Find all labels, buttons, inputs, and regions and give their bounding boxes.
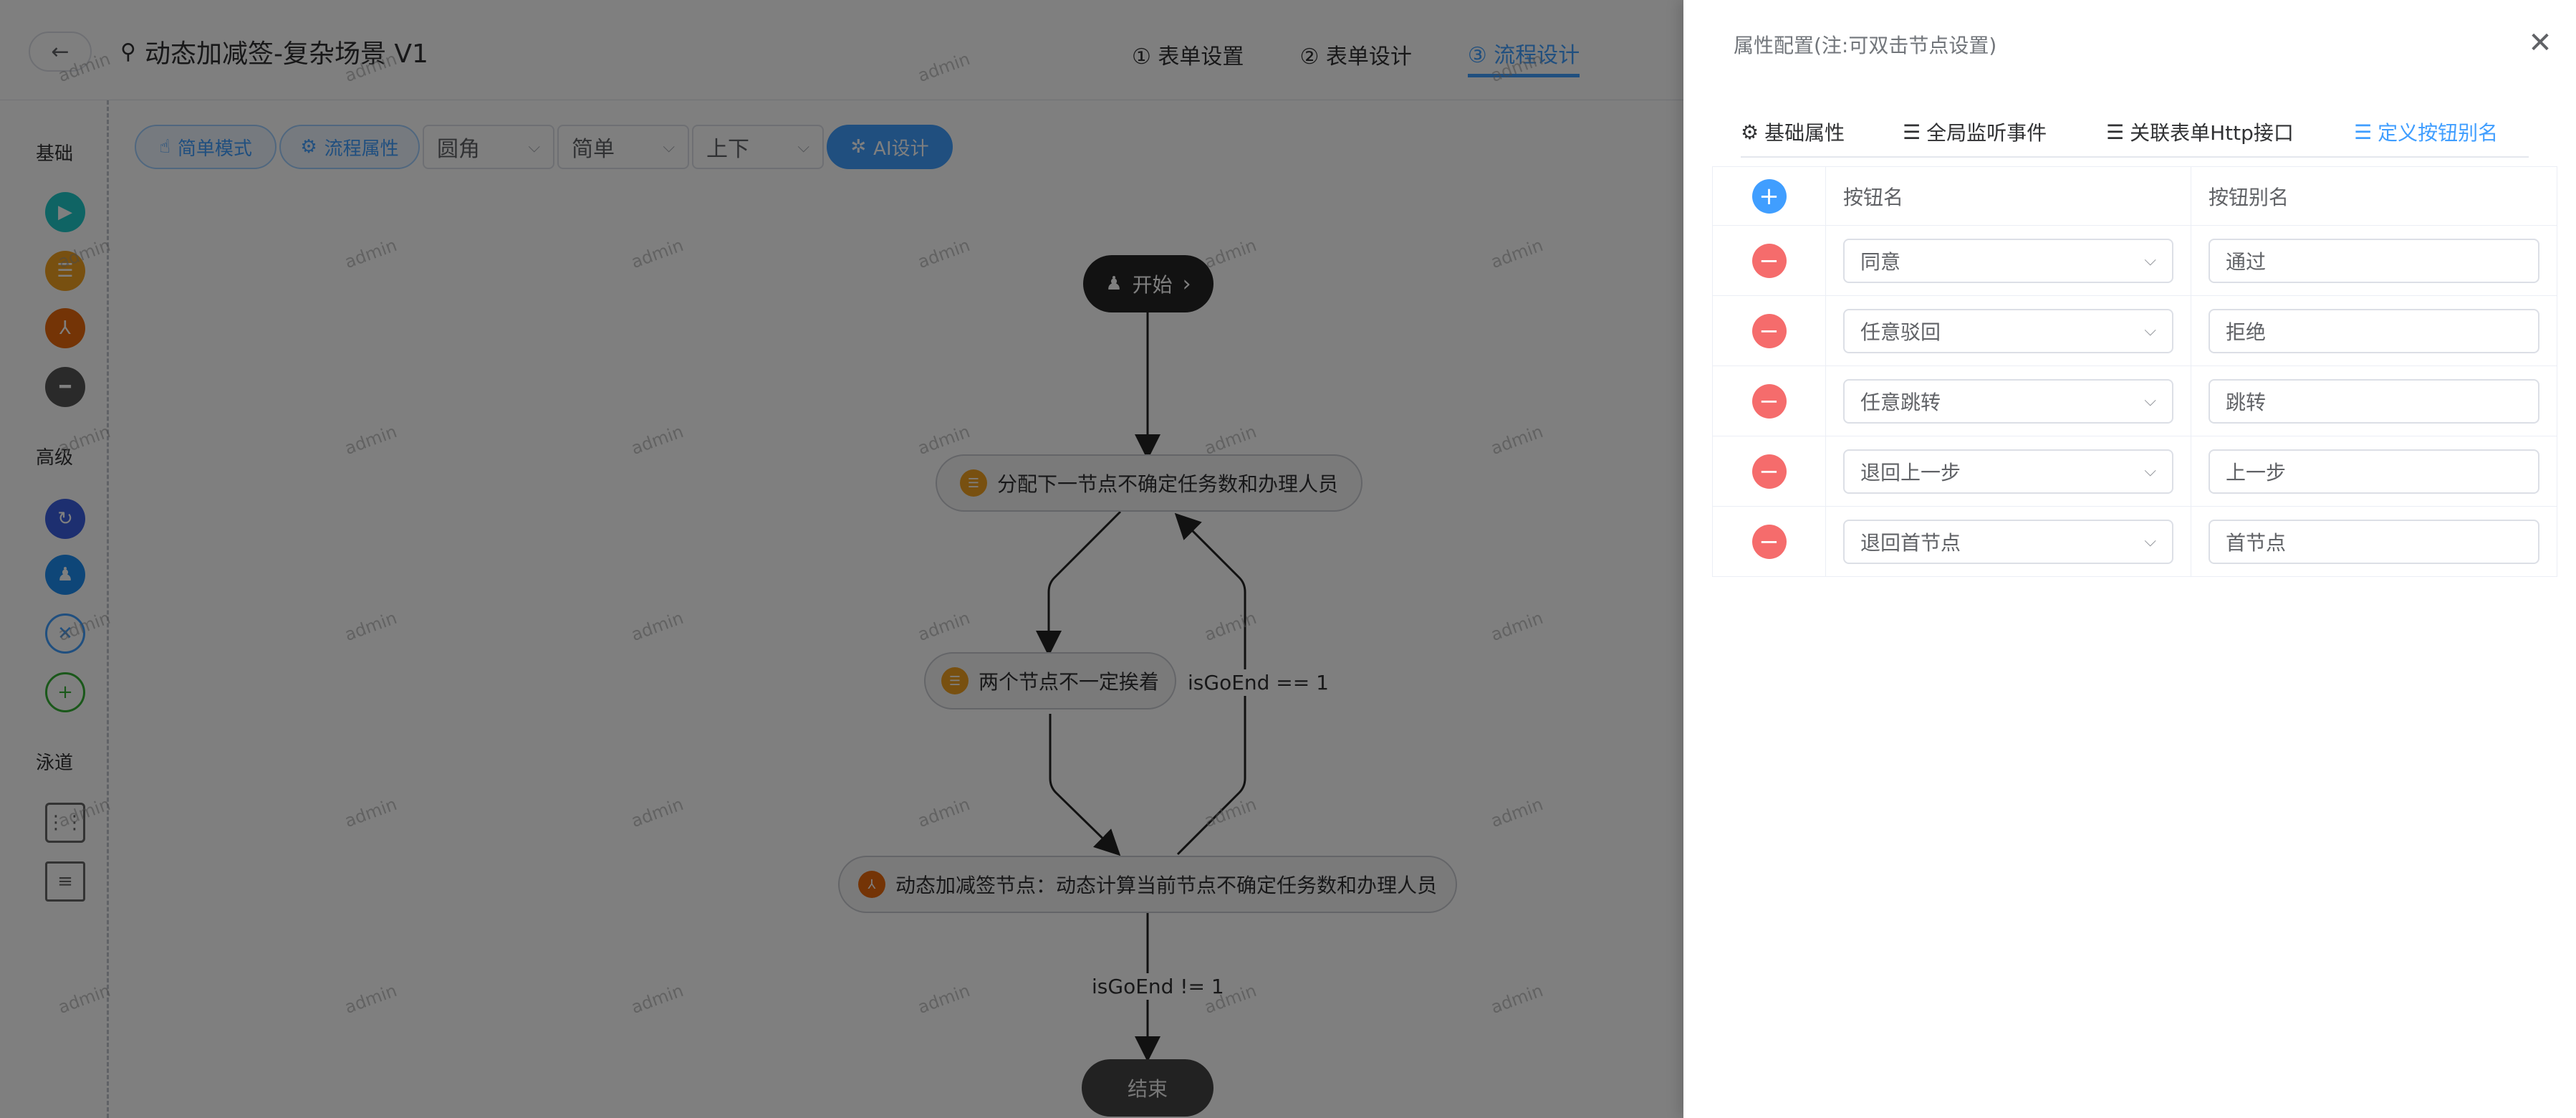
button-alias-input[interactable]: 通过 <box>2209 238 2539 283</box>
chevron-down-icon: ⌵ <box>2144 322 2156 340</box>
button-alias-input[interactable]: 首节点 <box>2209 519 2539 564</box>
button-name-value: 同意 <box>1860 249 1901 274</box>
tab-http-interface[interactable]: ☰关联表单Http接口 <box>2106 112 2294 152</box>
row-action-cell: − <box>1712 225 1826 296</box>
table-row: − 任意跳转 ⌵ 跳转 <box>1712 366 2557 436</box>
row-action-cell: − <box>1712 506 1826 577</box>
table-row: − 同意 ⌵ 通过 <box>1712 225 2557 296</box>
button-alias-table: + 按钮名 按钮别名 − 同意 ⌵ 通过 − 任意驳回 ⌵ 拒绝 − 任意跳转 ⌵ 跳… <box>1712 166 2557 577</box>
sliders-icon: ☰ <box>1903 120 1921 144</box>
chevron-down-icon: ⌵ <box>2144 392 2156 410</box>
button-name-cell: 退回首节点 ⌵ <box>1825 506 2191 577</box>
row-action-cell: − <box>1712 436 1826 507</box>
table-row: − 退回上一步 ⌵ 上一步 <box>1712 436 2557 507</box>
tab-button-alias[interactable]: ☰定义按钮别名 <box>2354 112 2498 152</box>
button-name-cell: 退回上一步 ⌵ <box>1825 436 2191 507</box>
button-name-select[interactable]: 同意 ⌵ <box>1843 238 2173 283</box>
button-name-select[interactable]: 退回上一步 ⌵ <box>1843 449 2173 494</box>
button-name-cell: 同意 ⌵ <box>1825 225 2191 296</box>
tab-basic-properties-label: 基础属性 <box>1764 121 1845 145</box>
button-name-value: 任意驳回 <box>1860 320 1941 344</box>
tab-global-listeners-label: 全局监听事件 <box>1926 121 2047 145</box>
button-alias-cell: 上一步 <box>2191 436 2557 507</box>
button-name-select[interactable]: 任意驳回 ⌵ <box>1843 308 2173 353</box>
tab-basic-properties[interactable]: ⚙基础属性 <box>1741 112 1845 152</box>
button-name-select[interactable]: 退回首节点 ⌵ <box>1843 519 2173 564</box>
column-header-name: 按钮名 <box>1825 166 2191 226</box>
drawer-tabs: ⚙基础属性 ☰全局监听事件 ☰关联表单Http接口 ☰定义按钮别名 <box>1741 108 2529 158</box>
button-alias-input[interactable]: 拒绝 <box>2209 308 2539 353</box>
button-name-value: 任意跳转 <box>1860 390 1941 414</box>
gear-icon: ⚙ <box>1741 120 1759 144</box>
remove-row-button[interactable]: − <box>1751 524 1787 559</box>
sliders-icon: ☰ <box>2354 120 2373 144</box>
button-alias-cell: 拒绝 <box>2191 295 2557 366</box>
remove-row-button[interactable]: − <box>1751 383 1787 419</box>
chevron-down-icon: ⌵ <box>2144 462 2156 480</box>
row-action-cell: − <box>1712 295 1826 366</box>
chevron-down-icon: ⌵ <box>2144 252 2156 269</box>
button-alias-cell: 跳转 <box>2191 366 2557 436</box>
button-alias-input[interactable]: 跳转 <box>2209 378 2539 424</box>
tab-http-interface-label: 关联表单Http接口 <box>2130 121 2294 145</box>
column-header-alias: 按钮别名 <box>2191 166 2557 226</box>
button-name-value: 退回上一步 <box>1860 460 1961 484</box>
properties-drawer: 属性配置(注:可双击节点设置) ✕ ⚙基础属性 ☰全局监听事件 ☰关联表单Htt… <box>1683 0 2576 1118</box>
remove-row-button[interactable]: − <box>1751 454 1787 489</box>
remove-row-button[interactable]: − <box>1751 313 1787 348</box>
add-row-button[interactable]: + <box>1751 178 1787 214</box>
add-column-header: + <box>1712 166 1826 226</box>
tab-global-listeners[interactable]: ☰全局监听事件 <box>1903 112 2047 152</box>
drawer-title: 属性配置(注:可双击节点设置) <box>1734 34 1997 57</box>
button-alias-input[interactable]: 上一步 <box>2209 449 2539 494</box>
sliders-icon: ☰ <box>2106 120 2125 144</box>
tab-button-alias-label: 定义按钮别名 <box>2378 121 2499 145</box>
table-header-row: + 按钮名 按钮别名 <box>1712 166 2557 226</box>
table-row: − 退回首节点 ⌵ 首节点 <box>1712 506 2557 577</box>
close-icon[interactable]: ✕ <box>2528 27 2552 59</box>
table-row: − 任意驳回 ⌵ 拒绝 <box>1712 295 2557 366</box>
button-alias-cell: 首节点 <box>2191 506 2557 577</box>
remove-row-button[interactable]: − <box>1751 243 1787 278</box>
drawer-overlay[interactable] <box>0 0 1683 1118</box>
button-name-value: 退回首节点 <box>1860 530 1961 555</box>
button-name-cell: 任意跳转 ⌵ <box>1825 366 2191 436</box>
button-alias-cell: 通过 <box>2191 225 2557 296</box>
button-name-cell: 任意驳回 ⌵ <box>1825 295 2191 366</box>
button-name-select[interactable]: 任意跳转 ⌵ <box>1843 378 2173 424</box>
row-action-cell: − <box>1712 366 1826 436</box>
chevron-down-icon: ⌵ <box>2144 532 2156 550</box>
